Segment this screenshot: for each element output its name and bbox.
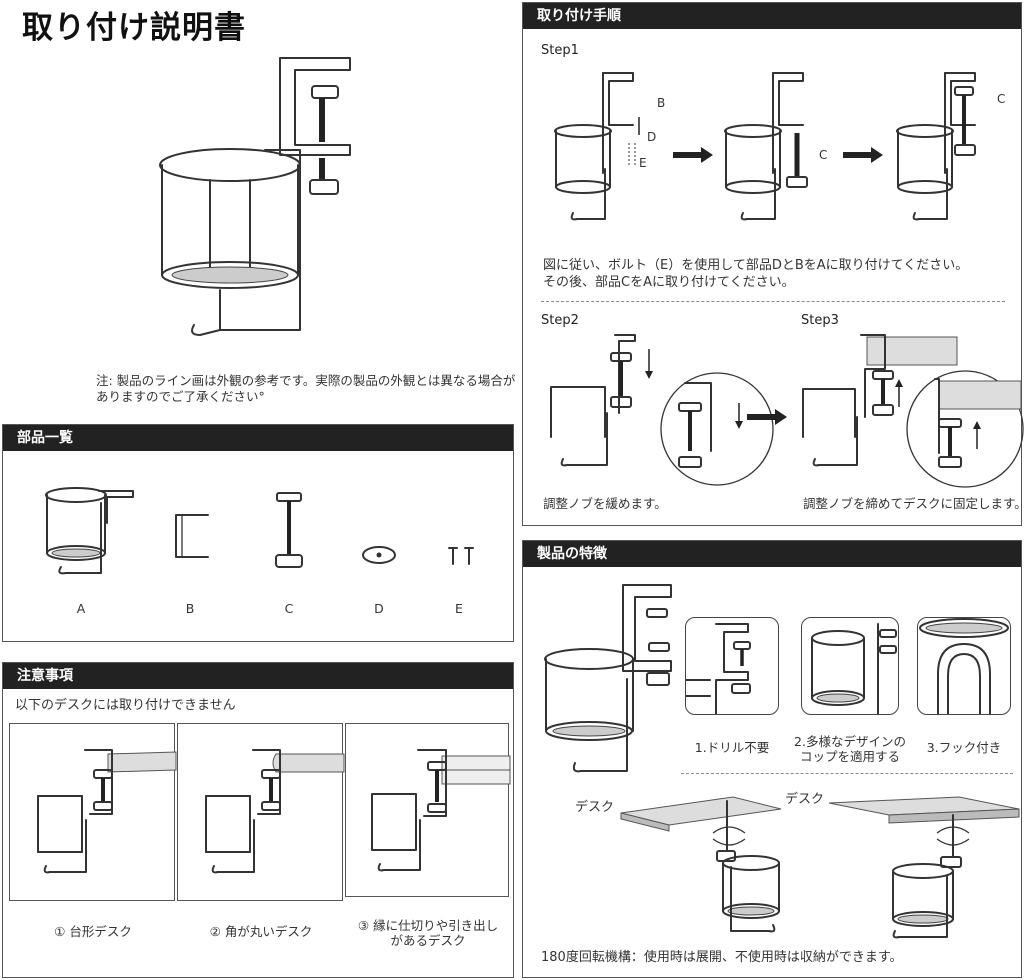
features-header: 製品の特徴 [523,541,1021,567]
step3-figure [802,334,1024,488]
hook-icon [919,618,1009,714]
rotation-figure-2 [828,796,1020,939]
arrow-right-icon-2 [843,147,883,163]
part-a-icon [45,487,134,575]
caution-panel: 注意事項 以下のデスクには取り付けできません [2,662,514,978]
feature-product-illustration [544,584,672,773]
part-d-icon [362,546,396,564]
step1-text-1: 図に従い、ボルト（E）を使用して部品DとBをAに取り付けてください。 [543,258,969,273]
note-line-2: ありますのでご了承ください° [96,389,265,404]
part-c-icon [275,492,303,568]
feature-box-2 [801,617,899,715]
feature-label-2b: コップを適用する [799,749,900,764]
caution-item-2: ② 角が丸いデスク [209,924,313,939]
step1-label: Step1 [541,43,579,58]
arrow-label-c1: C [819,148,828,162]
part-label-b: B [185,601,195,616]
step-divider [541,301,1005,302]
arrow-label-b: B [657,96,666,110]
step1-figure-2 [724,72,808,221]
caution-item-3b: があるデスク [390,933,466,948]
feature-label-3: 3.フック付き [926,740,1002,755]
step1-figure-3 [896,72,976,221]
step2-figure [550,334,774,486]
feature-box-3 [917,617,1011,715]
features-panel: 製品の特徴 [522,540,1022,978]
page-title: 取り付け説明書 [22,10,246,46]
rotation-text: 180度回転機構：使用時は展開、不使用時は収納ができます。 [541,950,903,965]
step3-text: 調整ノブを締めてデスクに固定します。 [803,496,1024,511]
step1-figure-1 [554,72,640,221]
feature-label-2: 2.多様なデザインの [794,734,906,749]
feature-label-1: 1.ドリル不要 [694,740,770,755]
arrow-label-c2: C [997,92,1006,106]
desk-label-1: デスク [575,800,615,815]
feature-divider [681,773,1013,774]
step3-label: Step3 [801,313,839,328]
install-panel: 取り付け手順 Step1 B D E C [522,2,1024,526]
rounded-desk-icon [205,749,345,874]
trapezoid-desk-icon [37,749,177,874]
step2-text: 調整ノブを緩めます。 [543,496,667,511]
caution-intro: 以下のデスクには取り付けできません [15,698,236,713]
caution-figure-3 [345,723,511,897]
caution-figure-2 [177,723,345,901]
install-header: 取り付け手順 [523,3,1021,29]
note-line-1: 注: 製品のライン画は外観の参考です。実際の製品の外観とは異なる場合が [96,373,516,388]
caution-figure-1 [9,723,177,901]
step1-text-2: その後、部品CをAに取り付けてください。 [543,275,795,290]
arrow-label-d: D [647,130,657,144]
parts-header: 部品一覧 [3,425,513,451]
rotation-figure-1 [620,796,782,933]
partition-desk-icon [371,749,511,872]
arrow-label-e: E [639,156,647,170]
caution-header: 注意事項 [3,663,513,689]
product-illustration [159,57,351,336]
caution-item-3: ③ 縁に仕切りや引き出し [357,918,499,933]
part-e-icon [448,547,474,565]
step2-label: Step2 [541,313,579,328]
cup-holder-icon [811,623,897,714]
part-label-d: D [374,601,384,616]
feature-box-1 [685,617,779,715]
part-label-e: E [455,601,463,616]
arrow-right-icon [673,147,713,163]
no-drill-icon [686,623,751,714]
part-b-icon [175,514,209,558]
desk-label-2: デスク [785,792,825,807]
parts-panel: 部品一覧 A B C D E [2,424,514,642]
arrow-right-icon-3 [747,409,787,425]
part-label-c: C [284,601,294,616]
caution-item-1: ① 台形デスク [54,924,132,939]
part-label-a: A [76,601,86,616]
